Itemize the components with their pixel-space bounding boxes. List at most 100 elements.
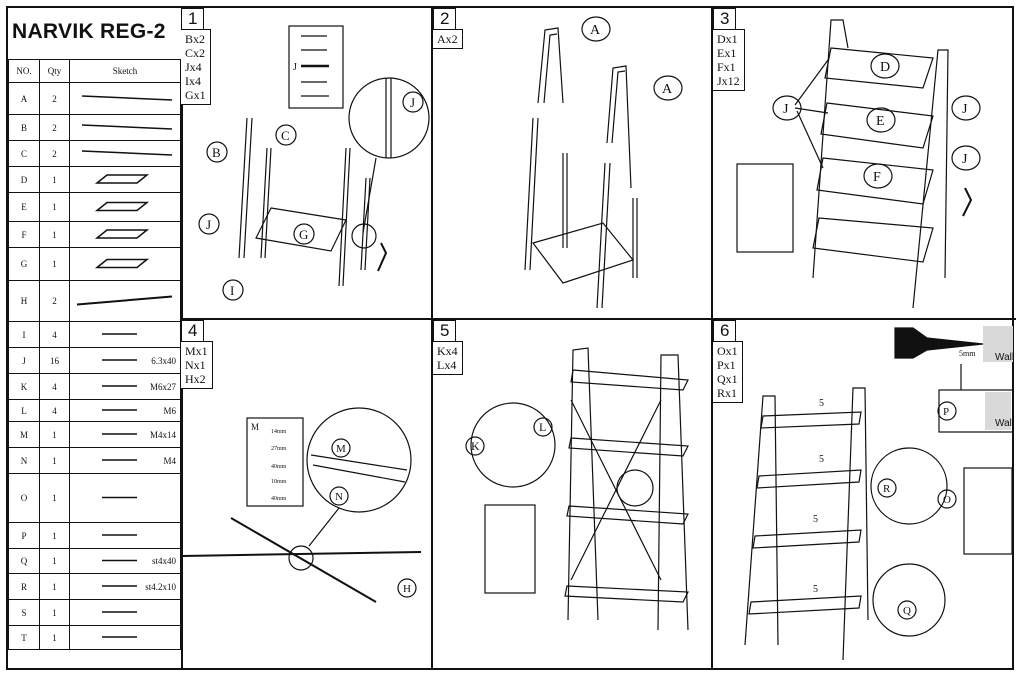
part-qty: 2: [39, 280, 70, 322]
callout-i: I: [222, 279, 244, 301]
part-sketch-icon: [102, 333, 137, 335]
part-sketch-icon: [102, 385, 137, 387]
svg-text:O: O: [943, 494, 951, 506]
part-qty: Kx4: [437, 344, 458, 358]
step-4-panel: 4 Mx1 Nx1 Hx2 M 14mm 27mm 40mm 10mm 40mm…: [181, 320, 433, 668]
svg-text:C: C: [281, 128, 290, 143]
step-6-drawing: 5mm P R O Q 5 5 5 5: [744, 326, 1014, 661]
svg-text:B: B: [212, 145, 221, 160]
part-code: S: [8, 599, 40, 626]
step-4-drawing: M 14mm 27mm 40mm 10mm 40mm M N H: [182, 407, 422, 603]
part-sketch-icon: [94, 201, 150, 212]
part-sketch-icon: [81, 150, 173, 156]
part-sketch: M4x14: [69, 421, 181, 448]
part-spec: M6: [163, 405, 176, 416]
svg-text:5: 5: [813, 514, 818, 525]
callout-j: J: [951, 145, 981, 171]
part-sketch: [69, 321, 181, 348]
svg-text:J: J: [410, 95, 415, 110]
drill-size: 5mm: [959, 349, 976, 358]
step-2-panel: 2 Ax2 A A: [433, 8, 713, 320]
part-code: F: [8, 221, 40, 248]
svg-text:5: 5: [819, 398, 824, 409]
part-qty: 1: [39, 548, 70, 574]
bottom-shelf: [531, 222, 635, 284]
part-qty: Nx1: [185, 358, 206, 372]
wall-anchor-box: [938, 389, 1014, 433]
part-qty: 2: [39, 82, 70, 115]
part-qty: Jx4: [185, 60, 202, 74]
part-sketch: [69, 599, 181, 626]
svg-text:H: H: [403, 583, 411, 595]
zoom-circle: [306, 407, 412, 513]
part-qty: 4: [39, 321, 70, 348]
part-spec: M6x27: [149, 381, 176, 392]
header-no: NO.: [8, 59, 40, 83]
part-sketch: [69, 625, 181, 650]
step-parts-box: Mx1 Nx1 Hx2: [181, 341, 213, 389]
part-qty: Cx2: [185, 46, 206, 60]
part-code: J: [8, 347, 40, 374]
svg-text:R: R: [883, 483, 891, 495]
svg-text:5: 5: [813, 584, 818, 595]
part-code: P: [8, 522, 40, 549]
part-code: C: [8, 140, 40, 167]
part-sketch-icon: [81, 95, 173, 101]
screw-box: [288, 25, 344, 109]
part-code: M: [8, 421, 40, 448]
callout-m: M: [331, 438, 351, 458]
part-code: A: [8, 82, 40, 115]
part-qty: 1: [39, 421, 70, 448]
zoom-circle: [470, 402, 556, 488]
svg-text:40mm: 40mm: [271, 464, 287, 470]
part-qty: 4: [39, 399, 70, 422]
shelf: [564, 585, 689, 603]
part-sketch: [69, 166, 181, 193]
svg-text:40mm: 40mm: [271, 496, 287, 502]
part-sketch: [69, 192, 181, 222]
weight-labels: 5 5 5 5: [813, 398, 824, 595]
shelf-e: [820, 102, 934, 149]
svg-text:J: J: [206, 217, 211, 232]
part-sketch: M6: [69, 399, 181, 422]
step-5-panel: 5 Kx4 Lx4 K L: [433, 320, 713, 668]
part-qty: Px1: [717, 358, 736, 372]
step-number: 5: [433, 320, 457, 342]
part-code: T: [8, 625, 40, 650]
part-qty: 1: [39, 247, 70, 281]
parts-table-header: NO. Qty Sketch: [8, 59, 181, 83]
part-sketch: [69, 82, 181, 115]
part-sketch-icon: [94, 229, 150, 239]
part-qty: 2: [39, 114, 70, 141]
part-sketch-icon: [102, 636, 137, 638]
callout-j: J: [198, 213, 220, 235]
drill-icon: [894, 327, 984, 359]
shelf-f: [816, 157, 934, 205]
callout-e: E: [866, 107, 896, 133]
part-qty: Rx1: [717, 386, 738, 400]
callout-a: A: [653, 75, 683, 101]
part-sketch-icon: [102, 585, 137, 587]
part-code: R: [8, 573, 40, 600]
zoom-circle: [870, 447, 948, 525]
step-1-panel: 1 Bx2 Cx2 Jx4 Ix4 Gx1 J: [181, 8, 433, 320]
svg-text:L: L: [539, 420, 546, 434]
part-qty: Dx1: [717, 32, 738, 46]
part-code: L: [8, 399, 40, 422]
part-spec: st4x40: [151, 556, 176, 566]
svg-text:I: I: [230, 283, 234, 298]
header-sketch: Sketch: [69, 59, 181, 83]
part-sketch-icon: [94, 258, 150, 269]
step-3-panel: 3 Dx1 Ex1 Fx1 Jx12 D E F J J J: [713, 8, 1016, 320]
part-sketch-icon: [102, 459, 137, 461]
callout-o: O: [937, 489, 957, 509]
svg-text:F: F: [873, 170, 881, 185]
